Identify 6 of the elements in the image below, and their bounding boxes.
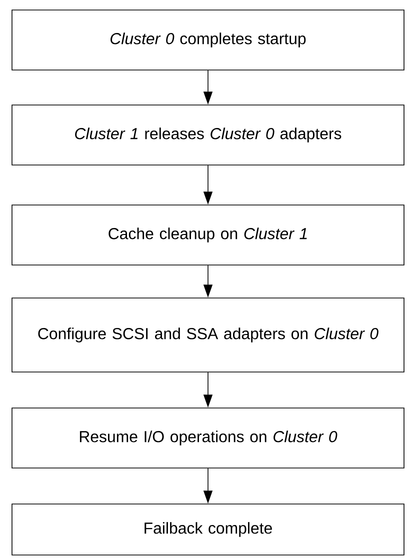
process-box: Failback complete (12, 504, 404, 556)
process-box: Cluster 0 completes startup (12, 10, 404, 70)
process-box: Cluster 1 releases Cluster 0 adapters (12, 104, 404, 166)
process-box: Resume I/O operations on Cluster 0 (12, 408, 404, 468)
process-box: Cache cleanup on Cluster 1 (12, 204, 404, 266)
process-box: Configure SCSI and SSA adapters on Cluster 0 (12, 298, 404, 372)
